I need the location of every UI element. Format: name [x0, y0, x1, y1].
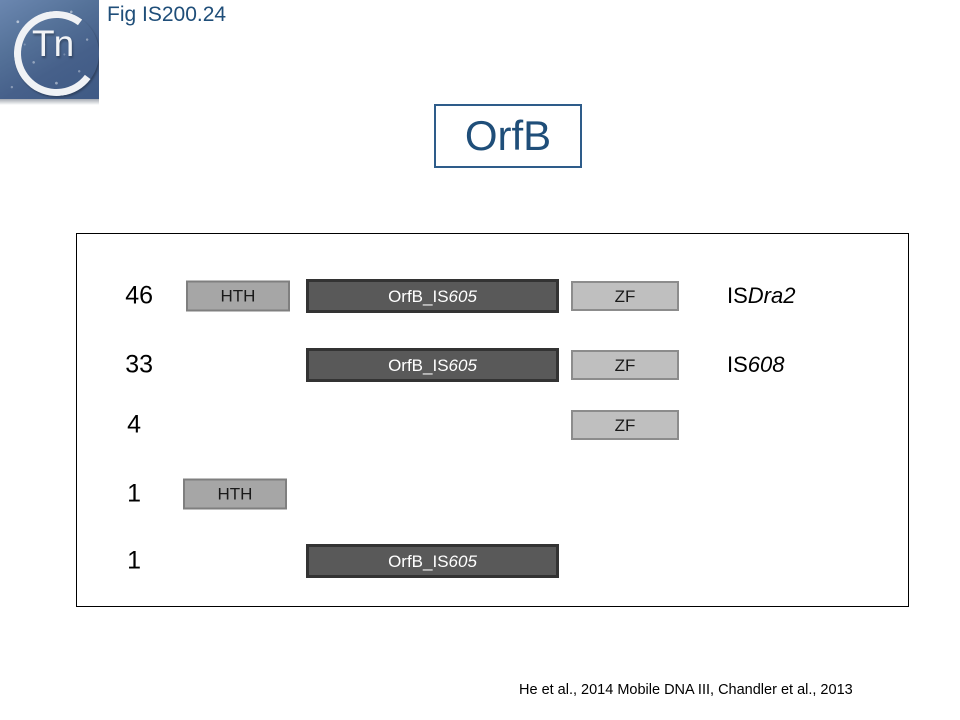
citation-text: He et al., 2014 Mobile DNA III, Chandler…: [519, 682, 853, 698]
is-name-suffix: Dra2: [747, 283, 796, 308]
segment-label: ZF: [614, 286, 636, 306]
segment-label: ZF: [614, 415, 636, 435]
orfb-title-box: OrfB: [434, 104, 582, 168]
is-name-prefix: IS: [727, 352, 748, 377]
domain-segment-hth: HTH: [183, 478, 287, 510]
segment-label: OrfB_IS: [388, 551, 449, 571]
segment-label: OrfB_IS: [388, 355, 449, 375]
domain-segment-hth: HTH: [186, 280, 290, 312]
ctn-logo: Tn: [0, 0, 99, 99]
domain-segment-zf: ZF: [571, 350, 679, 380]
segment-label-italic: 605: [448, 286, 477, 306]
row-count: 1: [127, 479, 141, 508]
segment-label-italic: 605: [448, 551, 477, 571]
orfb-title-label: OrfB: [464, 112, 552, 159]
segment-label: ZF: [614, 355, 636, 375]
segment-label: HTH: [220, 286, 256, 306]
row-count: 4: [127, 410, 141, 439]
logo-shadow: [0, 99, 99, 105]
is-name-suffix: 608: [747, 352, 785, 377]
logo-tn-text: Tn: [32, 23, 74, 64]
row-count: 1: [127, 546, 141, 575]
is-name-prefix: IS: [727, 283, 748, 308]
domain-segment-zf: ZF: [571, 281, 679, 311]
is-element-name: ISDra2: [727, 283, 795, 309]
row-count: 33: [125, 350, 153, 379]
segment-label: HTH: [217, 484, 253, 504]
segment-label: OrfB_IS: [388, 286, 449, 306]
figure-label: Fig IS200.24: [107, 3, 227, 26]
segment-label-italic: 605: [448, 355, 477, 375]
is-element-name: IS608: [727, 352, 785, 378]
row-count: 46: [125, 281, 153, 310]
domain-segment-zf: ZF: [571, 410, 679, 440]
